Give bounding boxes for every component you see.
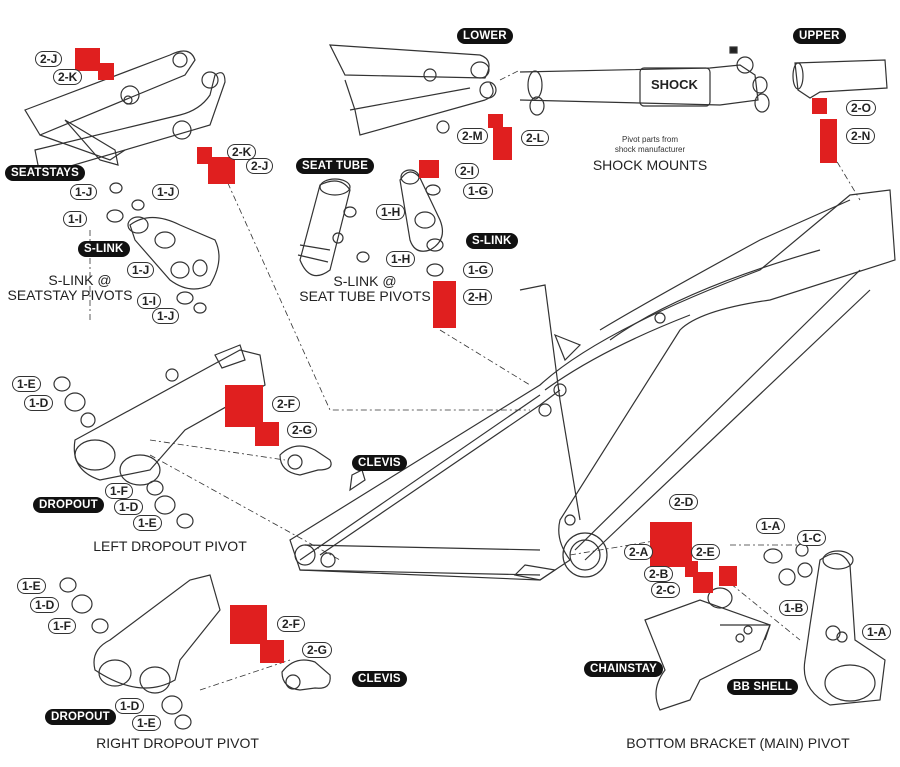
callout-2f: 2-F xyxy=(272,396,300,412)
s-link-seatstay-drawing xyxy=(106,95,220,314)
callout-2i: 2-I xyxy=(455,163,480,179)
callout-1h: 1-H xyxy=(376,204,406,220)
chainstay-drawing xyxy=(644,587,771,711)
tag-upper: UPPER xyxy=(793,28,846,44)
part-2f-highlight xyxy=(225,385,263,427)
callout-2k: 2-K xyxy=(227,144,257,160)
callout-1j: 1-J xyxy=(152,308,180,324)
callout-1g: 1-G xyxy=(463,183,494,199)
callout-2j: 2-J xyxy=(35,51,63,67)
callout-1d: 1-D xyxy=(30,597,60,613)
upper-shock-mount-drawing xyxy=(792,59,888,99)
callout-1b: 1-B xyxy=(779,600,809,616)
title-s-link-seattube-line1: S-LINK @ xyxy=(333,273,397,289)
callout-1j: 1-J xyxy=(127,262,155,278)
title-s-link-seattube-line2: SEAT TUBE PIVOTS xyxy=(299,288,431,304)
callout-1i: 1-I xyxy=(63,211,88,227)
callout-1d: 1-D xyxy=(115,698,145,714)
part-2a-2d-highlight xyxy=(650,522,692,567)
callout-1j: 1-J xyxy=(152,184,180,200)
part-2g-highlight xyxy=(260,640,284,663)
callout-1e: 1-E xyxy=(17,578,46,594)
callout-2o: 2-O xyxy=(846,100,877,116)
callout-2n: 2-N xyxy=(846,128,876,144)
seatstays-drawing xyxy=(24,50,226,176)
title-right-dropout-pivot: RIGHT DROPOUT PIVOT xyxy=(96,735,259,751)
main-frame-drawing xyxy=(289,189,896,581)
part-2o-highlight xyxy=(812,98,827,114)
callout-1d: 1-D xyxy=(114,499,144,515)
right-dropout-drawing xyxy=(59,574,221,730)
part-2f-highlight xyxy=(230,605,267,644)
left-dropout-drawing xyxy=(53,344,266,529)
tag-chainstay: CHAINSTAY xyxy=(584,661,663,677)
part-2g-highlight xyxy=(255,422,279,446)
right-clevis-drawing xyxy=(281,659,331,691)
lower-shock-mount-drawing xyxy=(328,44,497,136)
callout-1f: 1-F xyxy=(48,618,76,634)
tag-dropout: DROPOUT xyxy=(45,709,116,725)
part-2i-highlight xyxy=(419,160,439,178)
bb-shell-drawing xyxy=(763,543,886,706)
callout-1h: 1-H xyxy=(386,251,416,267)
callout-1j: 1-J xyxy=(70,184,98,200)
tag-lower: LOWER xyxy=(457,28,513,44)
part-2e-highlight xyxy=(719,566,737,586)
callout-1d: 1-D xyxy=(24,395,54,411)
callout-2k: 2-K xyxy=(53,69,83,85)
title-left-dropout-pivot: LEFT DROPOUT PIVOT xyxy=(93,538,247,554)
title-s-link-seatstay-line2: SEATSTAY PIVOTS xyxy=(7,287,133,303)
callout-2f: 2-F xyxy=(277,616,305,632)
callout-1e: 1-E xyxy=(12,376,41,392)
part-2l-highlight xyxy=(493,127,512,160)
part-2h-highlight xyxy=(433,281,456,328)
note-line1: Pivot parts from xyxy=(621,135,678,144)
part-2j-highlight xyxy=(75,48,100,71)
title-shock-mounts: SHOCK MOUNTS xyxy=(592,157,708,173)
shock-label: SHOCK xyxy=(651,77,698,92)
callout-1i: 1-I xyxy=(137,293,162,309)
part-2n-highlight xyxy=(820,119,837,163)
part-2j-highlight xyxy=(208,157,235,184)
callout-1g: 1-G xyxy=(463,262,494,278)
tag-bb-shell: BB SHELL xyxy=(727,679,799,695)
callout-2m: 2-M xyxy=(457,128,488,144)
callout-1a: 1-A xyxy=(756,518,786,534)
callout-2j: 2-J xyxy=(246,158,274,174)
callout-1e: 1-E xyxy=(133,515,162,531)
callout-2g: 2-G xyxy=(302,642,333,658)
part-2m-highlight xyxy=(488,114,503,128)
part-2c-highlight xyxy=(693,572,713,593)
tag-seat-tube: SEAT TUBE xyxy=(296,158,375,174)
callout-2b: 2-B xyxy=(644,566,674,582)
tag-clevis: CLEVIS xyxy=(352,671,407,687)
callout-2a: 2-A xyxy=(624,544,654,560)
tag-clevis: CLEVIS xyxy=(352,455,407,471)
callout-2h: 2-H xyxy=(463,289,493,305)
seat-tube-drawing xyxy=(297,178,370,277)
s-link-seattube-drawing xyxy=(399,169,444,277)
left-clevis-drawing xyxy=(279,445,332,476)
callout-1e: 1-E xyxy=(132,715,161,731)
note-line2: shock manufacturer xyxy=(614,145,686,154)
callout-2e: 2-E xyxy=(691,544,720,560)
title-bottom-bracket-pivot: BOTTOM BRACKET (MAIN) PIVOT xyxy=(626,735,850,751)
callout-2c: 2-C xyxy=(651,582,681,598)
callout-2l: 2-L xyxy=(521,130,549,146)
part-2k-highlight xyxy=(98,63,114,80)
tag-dropout: DROPOUT xyxy=(33,497,104,513)
title-s-link-seatstay-line1: S-LINK @ xyxy=(48,272,112,288)
tag-s-link: S-LINK xyxy=(78,241,130,257)
shock-drawing xyxy=(519,46,770,116)
callout-1a: 1-A xyxy=(862,624,892,640)
callout-1f: 1-F xyxy=(105,483,133,499)
tag-seatstays: SEATSTAYS xyxy=(5,165,86,181)
callout-2g: 2-G xyxy=(287,422,318,438)
callout-1c: 1-C xyxy=(797,530,827,546)
tag-s-link: S-LINK xyxy=(466,233,518,249)
callout-2d: 2-D xyxy=(669,494,699,510)
